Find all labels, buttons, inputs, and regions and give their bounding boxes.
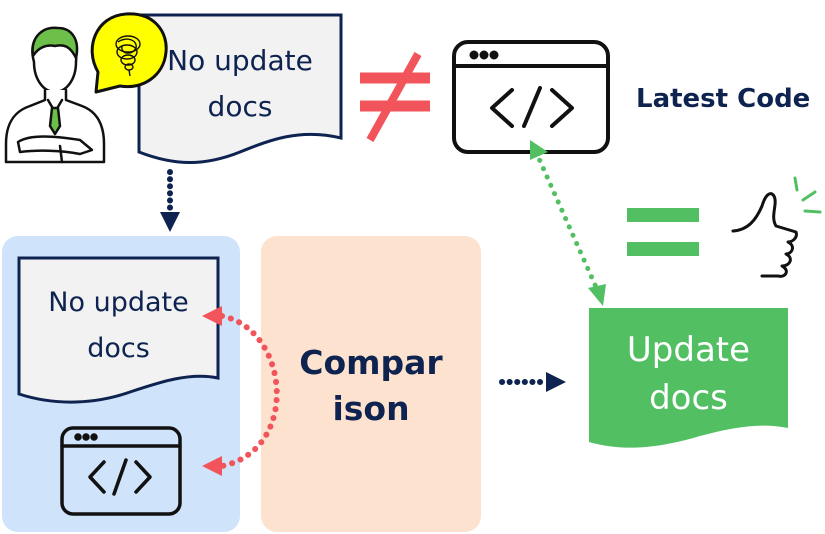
comparison-text: Compar ison	[261, 340, 481, 432]
comparison-line2: ison	[332, 389, 410, 428]
sparkle-lines	[793, 176, 822, 214]
red-dotted-comparison-arrow	[202, 306, 280, 476]
top-doc-shape	[137, 13, 343, 164]
comparison-panel	[261, 236, 481, 532]
comparison-line1: Compar	[299, 343, 443, 382]
navy-dotted-down-arrow	[160, 169, 180, 232]
updated-doc-line1: Update	[626, 330, 751, 370]
confused-speech-bubble-icon	[90, 12, 168, 94]
thumbs-up-icon	[731, 192, 798, 278]
left-doc-line1: No update	[48, 287, 189, 318]
latest-code-label: Latest Code	[636, 84, 811, 114]
top-doc-text: No update docs	[139, 38, 341, 130]
updated-doc-shape	[589, 308, 788, 448]
navy-dotted-right-arrow	[499, 372, 566, 392]
businessman-arms-crossed-icon	[4, 26, 106, 164]
top-doc-line1: No update	[167, 44, 313, 77]
left-doc-shape	[17, 256, 220, 404]
left-doc-text: No update docs	[19, 280, 218, 372]
equal-sign-icon	[627, 208, 699, 256]
left-doc-line2: docs	[87, 333, 150, 364]
not-equal-icon	[360, 52, 430, 142]
green-dotted-double-arrow	[530, 140, 606, 306]
top-doc-line2: docs	[207, 90, 273, 123]
small-code-window-icon	[60, 426, 182, 516]
code-window-icon	[452, 40, 610, 154]
updated-doc-text: Update docs	[589, 326, 788, 422]
updated-doc-line2: docs	[649, 378, 728, 418]
